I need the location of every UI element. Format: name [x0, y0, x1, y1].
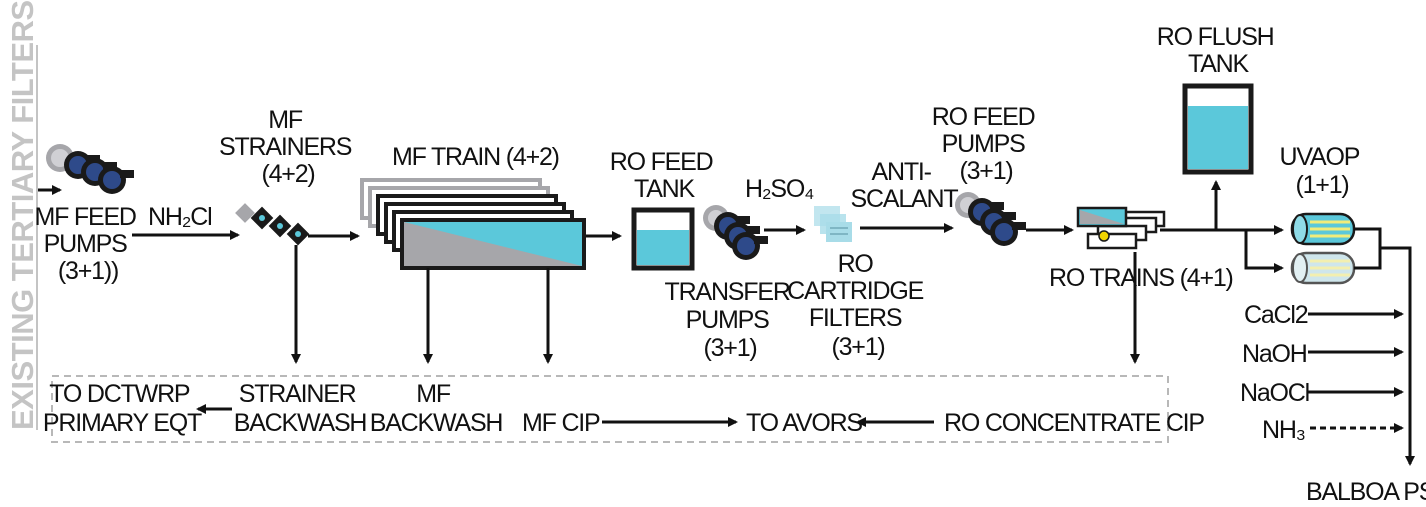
cartridge-filters-icon — [814, 206, 852, 242]
transfer-pumps-icon — [703, 205, 768, 260]
uvaop-outlet-manifold — [1354, 227, 1382, 270]
mf-train-label: MF TRAIN (4+2) — [392, 143, 559, 171]
ro-feed-pumps-label: RO FEED PUMPS (3+1) — [932, 103, 1040, 185]
ro-feed-pumps-icon — [955, 192, 1026, 246]
uvaop-label: UVAOP (1+1) — [1280, 143, 1365, 199]
ro-flush-tank-label: RO FLUSH TANK — [1157, 23, 1280, 78]
flow-arrow-to-uvaop-standby — [1244, 230, 1284, 273]
nh2cl-label: NH₂Cl — [148, 203, 211, 231]
ro-flush-tank-icon — [1182, 83, 1254, 175]
chemical-label-nh3: NH₃ — [1262, 416, 1305, 444]
mf-feed-pumps-label: MF FEED PUMPS (3+1)) — [34, 203, 141, 285]
balboa-ps-label: BALBOA PS — [1306, 478, 1426, 506]
transfer-pumps-label: TRANSFER PUMPS (3+1) — [665, 278, 796, 362]
ro-feed-tank-label: RO FEED TANK — [610, 148, 718, 203]
product-arrow-to-balboa — [1380, 246, 1415, 466]
mf-train-icon — [360, 178, 586, 270]
uvaop-reactor-standby-icon — [1290, 251, 1356, 285]
waste-stream-box — [51, 375, 1169, 443]
uvaop-reactor-duty-icon — [1290, 212, 1356, 246]
mf-feed-pumps-icon — [46, 144, 134, 194]
chemical-label-cacl2: CaCl2 — [1244, 301, 1308, 329]
to-avors-label: TO AVORS — [746, 409, 862, 437]
chemical-label-naocl: NaOCl — [1240, 379, 1309, 407]
side-label-existing-tertiary-filters: EXISTING TERTIARY FILTERS — [5, 0, 40, 430]
mf-backwash-label: MF BACKWASH — [370, 380, 503, 437]
strainer-backwash-label: STRAINER BACKWASH — [234, 380, 367, 437]
chemical-label-naoh: NaOH — [1242, 340, 1307, 368]
ro-trains-label: RO TRAINS (4+1) — [1049, 264, 1233, 292]
h2so4-label: H₂SO₄ — [745, 175, 814, 203]
anti-scalant-label: ANTI- SCALANT — [851, 158, 959, 213]
ro-trains-icon — [1076, 206, 1166, 250]
mf-cip-label: MF CIP — [522, 409, 600, 437]
mf-strainers-label: MF STRAINERS (4+2) — [219, 106, 357, 188]
to-dctwrp-label: TO DCTWRP PRIMARY EQT — [43, 380, 202, 437]
ro-cartridge-filters-label: RO CARTRIDGE FILTERS (3+1) — [787, 250, 929, 361]
ro-concentrate-cip-label: RO CONCENTRATE CIP — [944, 409, 1204, 437]
mf-strainers-icon — [235, 203, 310, 246]
ro-feed-tank-icon — [631, 207, 695, 271]
